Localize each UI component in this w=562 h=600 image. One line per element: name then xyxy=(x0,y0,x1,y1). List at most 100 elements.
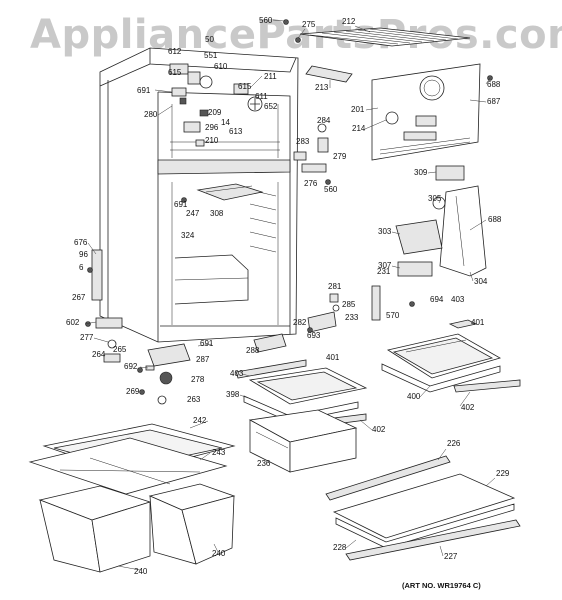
part-label-611: 611 xyxy=(255,92,268,101)
part-label-264: 264 xyxy=(92,350,106,359)
part-label-283: 283 xyxy=(296,137,310,146)
part-label-287: 287 xyxy=(196,355,210,364)
dispenser-assembly xyxy=(395,185,487,277)
part-label-402b: 402 xyxy=(372,425,386,434)
evaporator-cover xyxy=(371,63,481,161)
part-label-267: 267 xyxy=(72,293,86,302)
part-label-276: 276 xyxy=(304,179,318,188)
part-label-14: 14 xyxy=(221,118,230,127)
part-label-688a: 688 xyxy=(487,80,501,89)
part-label-242: 242 xyxy=(193,416,207,425)
part-label-282: 282 xyxy=(293,318,307,327)
part-label-551: 551 xyxy=(204,51,218,60)
part-label-676: 676 xyxy=(74,238,88,247)
part-label-240b: 240 xyxy=(134,567,148,576)
part-label-688b: 688 xyxy=(488,215,502,224)
part-label-247: 247 xyxy=(186,209,200,218)
cabinet-case xyxy=(91,47,299,343)
glass-shelf-right xyxy=(381,319,521,393)
insulation-pad xyxy=(435,165,465,181)
part-label-6: 6 xyxy=(79,263,84,272)
left-side-hardware xyxy=(95,317,123,363)
art-number: (ART NO. WR19764 C) xyxy=(402,581,481,590)
part-label-560b: 560 xyxy=(324,185,338,194)
part-label-400: 400 xyxy=(407,392,421,401)
part-label-201: 201 xyxy=(351,105,365,114)
part-label-303: 303 xyxy=(378,227,392,236)
leader-lines xyxy=(84,19,496,571)
air-damper-parts xyxy=(293,123,329,173)
bottom-hinge-parts xyxy=(145,343,191,405)
crisper-assembly xyxy=(28,423,236,573)
part-label-560a: 560 xyxy=(259,16,273,25)
part-label-610: 610 xyxy=(214,62,228,71)
part-label-403b: 403 xyxy=(230,369,244,378)
part-label-233: 233 xyxy=(345,313,359,322)
part-label-691b: 691 xyxy=(174,200,188,209)
shelf-bracket xyxy=(253,333,287,353)
part-label-279: 279 xyxy=(333,152,347,161)
part-label-280: 280 xyxy=(144,110,158,119)
part-label-227: 227 xyxy=(444,552,458,561)
part-label-226: 226 xyxy=(447,439,461,448)
part-label-265: 265 xyxy=(113,345,127,354)
part-label-652: 652 xyxy=(264,102,278,111)
part-label-243: 243 xyxy=(212,448,226,457)
part-label-275: 275 xyxy=(302,20,316,29)
part-label-96: 96 xyxy=(79,250,88,259)
part-label-401b: 401 xyxy=(326,353,340,362)
control-components xyxy=(169,63,263,147)
part-label-570: 570 xyxy=(386,311,400,320)
top-wire-shelf xyxy=(299,27,471,47)
part-label-613: 613 xyxy=(229,127,243,136)
part-label-305: 305 xyxy=(428,194,442,203)
part-label-687: 687 xyxy=(487,97,501,106)
freezer-shelf xyxy=(196,183,264,201)
part-label-213: 213 xyxy=(315,83,329,92)
part-label-211: 211 xyxy=(264,72,277,81)
part-label-402a: 402 xyxy=(461,403,475,412)
part-label-612: 612 xyxy=(168,47,182,56)
part-label-296: 296 xyxy=(205,123,219,132)
part-label-210: 210 xyxy=(205,136,219,145)
center-hinge-parts xyxy=(307,285,381,333)
part-label-602: 602 xyxy=(66,318,80,327)
part-label-308: 308 xyxy=(210,209,224,218)
part-label-307: 307 xyxy=(378,261,392,270)
glass-shelf-center xyxy=(235,359,368,473)
part-label-212: 212 xyxy=(342,17,356,26)
part-label-692: 692 xyxy=(124,362,138,371)
bottom-shelf-assembly xyxy=(325,455,521,561)
part-label-693: 693 xyxy=(307,331,321,340)
part-label-231: 231 xyxy=(377,267,391,276)
part-label-304: 304 xyxy=(474,277,488,286)
part-label-228: 228 xyxy=(333,543,347,552)
part-label-615a: 615 xyxy=(168,68,182,77)
part-label-209: 209 xyxy=(208,108,222,117)
part-label-401a: 401 xyxy=(471,318,485,327)
part-label-285: 285 xyxy=(342,300,356,309)
part-label-694: 694 xyxy=(430,295,444,304)
part-label-50: 50 xyxy=(205,35,214,44)
part-label-236: 236 xyxy=(257,459,271,468)
part-label-214: 214 xyxy=(352,124,366,133)
part-label-263: 263 xyxy=(187,395,201,404)
part-label-269: 269 xyxy=(126,387,140,396)
shelf-support-bar xyxy=(305,65,353,83)
part-label-240a: 240 xyxy=(212,549,226,558)
part-label-229: 229 xyxy=(496,469,510,478)
part-label-691c: 691 xyxy=(200,339,214,348)
part-label-324: 324 xyxy=(181,231,195,240)
part-label-615b: 615 xyxy=(238,82,252,91)
part-label-309: 309 xyxy=(414,168,428,177)
part-label-284: 284 xyxy=(317,116,331,125)
watermark: AppliancePartsPros.com xyxy=(30,12,562,58)
part-label-403a: 403 xyxy=(451,295,465,304)
part-label-278: 278 xyxy=(191,375,205,384)
part-label-398: 398 xyxy=(226,390,240,399)
part-label-691a: 691 xyxy=(137,86,151,95)
part-label-281: 281 xyxy=(328,282,342,291)
